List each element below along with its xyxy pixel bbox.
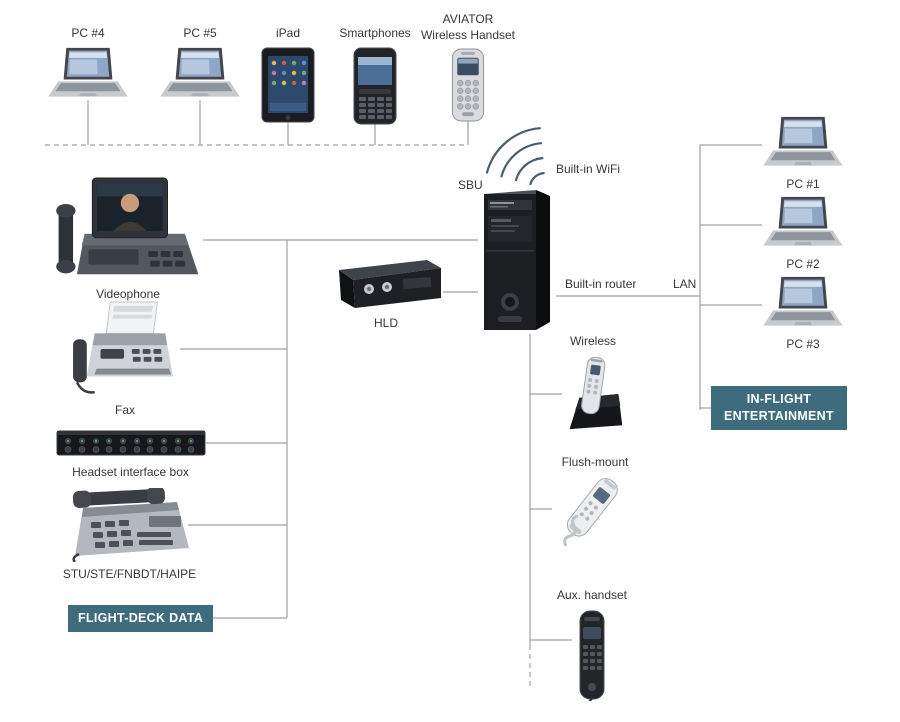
videophone-label: Videophone [96,287,160,301]
flush-mount-handset-icon [548,476,643,554]
wireless-handset-icon [448,48,488,122]
node-fax: Fax [65,300,185,419]
node-hld: HLD [328,256,444,332]
node-sbu [478,186,556,334]
wireless-phone-label: Wireless [569,334,616,348]
secure-phone-icon [67,488,192,562]
smartphones-label: Smartphones [339,26,411,40]
node-aux-handset: Aux. handset [550,588,634,701]
wifi-signal-icon [485,127,545,186]
stu-phone-label: STU/STE/FNBDT/HAIPE [62,567,197,581]
node-pc5: PC #5 [158,26,242,103]
videophone-icon [53,176,203,282]
fax-label: Fax [114,403,135,417]
flight-deck-data-badge: FLIGHT-DECK DATA [68,605,214,632]
builtin-router-label: Built-in router [565,277,637,291]
aux-handset-label: Aux. handset [556,588,628,602]
node-pc4: PC #4 [46,26,130,103]
node-stu-phone: STU/STE/FNBDT/HAIPE [62,488,197,583]
flush-mount-label: Flush-mount [561,455,629,469]
pc1-label: PC #1 [786,177,820,191]
laptop-icon [761,116,845,172]
node-aviator-handset: AVIATOR Wireless Handset [414,12,522,122]
pc4-label: PC #4 [71,26,105,40]
node-smartphones: Smartphones [333,26,417,125]
ipad-label: iPad [275,26,301,40]
cordless-phone-icon [561,355,625,433]
fax-icon [71,300,179,398]
builtin-wifi-label: Built-in WiFi [556,162,621,176]
headset-interface-box-label: Headset interface box [72,465,189,479]
lan-label: LAN [673,277,697,291]
tablet-icon [261,47,315,123]
node-pc1: PC #1 [758,116,848,193]
laptop-icon [761,276,845,332]
wire-group [45,100,762,688]
node-videophone: Videophone [50,176,206,303]
laptop-icon [761,196,845,252]
headset-interface-box-icon [55,426,207,460]
node-pc3: PC #3 [758,276,848,353]
hld-label: HLD [373,316,398,330]
node-headset-interface-box: Headset interface box [53,426,208,481]
node-ipad: iPad [246,26,330,123]
hld-icon [329,256,444,311]
node-wireless-phone: Wireless [548,334,638,433]
node-flush-mount: Flush-mount [545,455,645,554]
node-pc2: PC #2 [758,196,848,273]
pc2-label: PC #2 [786,257,820,271]
aux-handset-icon [572,609,612,701]
pc3-label: PC #3 [786,337,820,351]
laptop-icon [46,47,130,103]
laptop-icon [158,47,242,103]
sbu-label: SBU [458,178,483,192]
sbu-unit-icon [478,186,556,334]
aviator-handset-label: AVIATOR Wireless Handset [420,12,516,42]
in-flight-entertainment-badge: IN-FLIGHT ENTERTAINMENT [711,386,847,430]
smartphone-icon [353,47,397,125]
pc5-label: PC #5 [183,26,217,40]
